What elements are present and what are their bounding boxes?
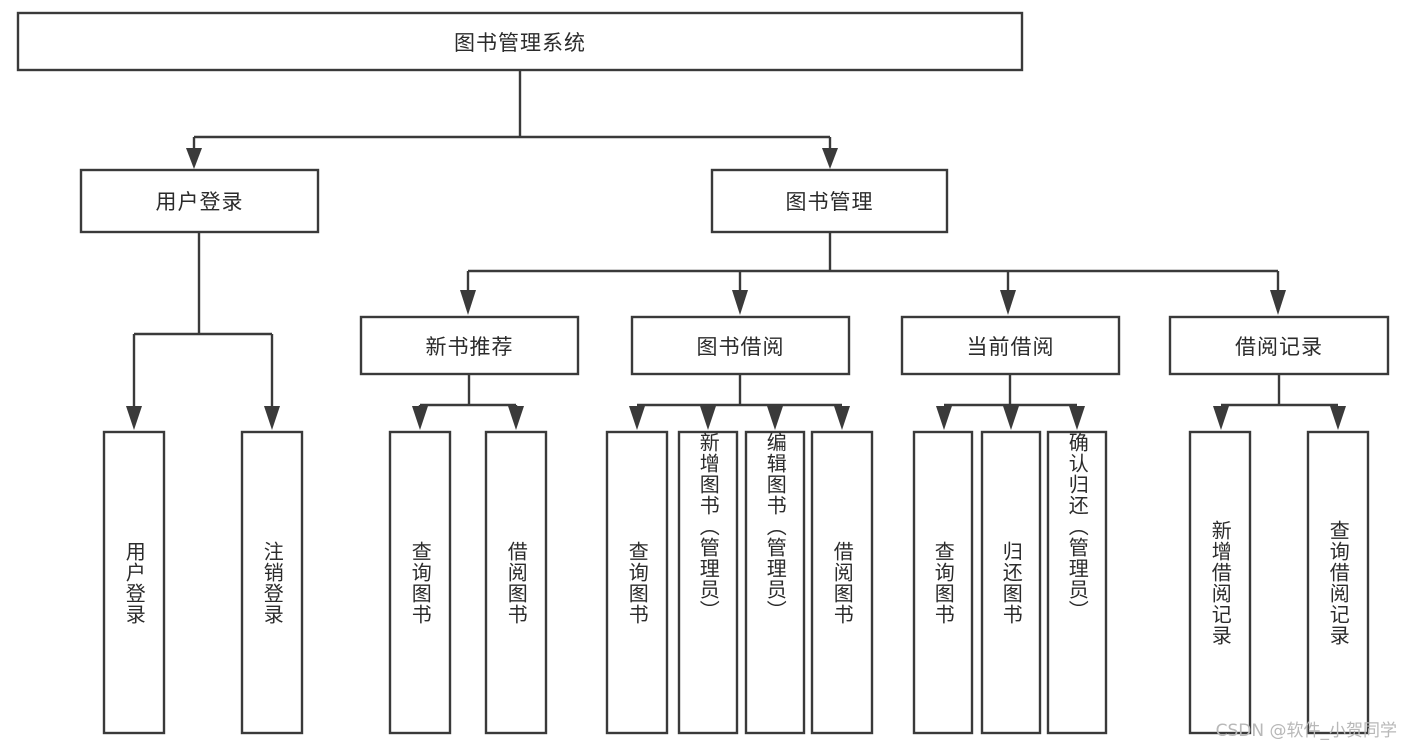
arrow-book-mgmt-c4 bbox=[1270, 290, 1286, 315]
leaf-new-book-1[interactable] bbox=[484, 430, 548, 735]
arrow-current-l3 bbox=[1069, 406, 1085, 430]
leaf-book-borrow-1[interactable] bbox=[677, 430, 739, 735]
leaf-borrow-record-1[interactable] bbox=[1306, 430, 1370, 735]
leaf-user-login-0[interactable] bbox=[102, 430, 166, 735]
connector-group bbox=[126, 70, 1346, 430]
leaf-current-borrow-1[interactable] bbox=[980, 430, 1042, 735]
arrow-book-mgmt-c3 bbox=[1000, 290, 1016, 315]
leaf-new-book-0[interactable] bbox=[388, 430, 452, 735]
leaf-current-borrow-2[interactable] bbox=[1046, 430, 1108, 735]
arrow-current-l2 bbox=[1003, 406, 1019, 430]
leaf-book-borrow-0[interactable] bbox=[605, 430, 669, 735]
arrow-book-mgmt-c2 bbox=[732, 290, 748, 315]
arrow-record-l1 bbox=[1213, 406, 1229, 430]
node-book-management[interactable] bbox=[710, 168, 949, 234]
leaf-borrow-record-0[interactable] bbox=[1188, 430, 1252, 735]
node-current-borrow[interactable] bbox=[900, 315, 1121, 376]
node-root[interactable] bbox=[16, 11, 1024, 72]
node-box-group bbox=[16, 11, 1390, 735]
arrow-borrow-l4 bbox=[834, 406, 850, 430]
arrow-borrow-l3 bbox=[767, 406, 783, 430]
node-user-login[interactable] bbox=[79, 168, 320, 234]
arrow-newbook-l1 bbox=[412, 406, 428, 430]
leaf-book-borrow-3[interactable] bbox=[810, 430, 874, 735]
arrow-borrow-l2 bbox=[700, 406, 716, 430]
node-book-borrow[interactable] bbox=[630, 315, 851, 376]
arrow-book-mgmt-c1 bbox=[460, 290, 476, 315]
arrow-borrow-l1 bbox=[629, 406, 645, 430]
arrow-root-to-book-mgmt bbox=[822, 148, 838, 169]
leaf-current-borrow-0[interactable] bbox=[912, 430, 974, 735]
leaf-user-login-1[interactable] bbox=[240, 430, 304, 735]
arrow-current-l1 bbox=[936, 406, 952, 430]
arrow-root-to-user-login bbox=[186, 148, 202, 169]
leaf-book-borrow-2[interactable] bbox=[744, 430, 806, 735]
arrow-newbook-l2 bbox=[508, 406, 524, 430]
arrow-user-login-leaf1 bbox=[126, 406, 142, 430]
node-borrow-record[interactable] bbox=[1168, 315, 1390, 376]
node-new-book-recommend[interactable] bbox=[359, 315, 580, 376]
arrow-user-login-leaf2 bbox=[264, 406, 280, 430]
arrow-record-l2 bbox=[1330, 406, 1346, 430]
